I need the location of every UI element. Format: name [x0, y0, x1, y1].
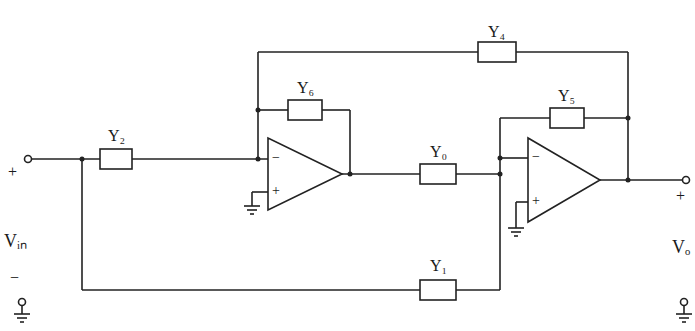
admittance-label: Y₂: [108, 128, 125, 144]
wire: [342, 173, 420, 175]
wire: [257, 52, 259, 159]
pin-sign: −: [272, 151, 280, 165]
admittance-box: [288, 100, 322, 120]
terminal-sign: +: [8, 164, 17, 180]
wire: [349, 110, 351, 174]
ground-symbol: [247, 209, 257, 211]
signal-name: Vₒ: [672, 238, 690, 256]
junction-dot: [626, 178, 631, 183]
ground-symbol: [676, 313, 692, 315]
terminal: [19, 299, 26, 306]
junction-dot: [256, 108, 261, 113]
wire: [258, 51, 478, 53]
admittance-box: [420, 280, 456, 300]
wire: [132, 158, 268, 160]
terminal: [681, 299, 688, 306]
junction-dot: [256, 157, 261, 162]
admittance-box: [420, 164, 456, 184]
admittance-box: [100, 149, 132, 169]
wire: [584, 117, 628, 119]
ground-symbol: [511, 231, 521, 233]
admittance-label: Y₄: [488, 24, 505, 40]
ground-symbol: [679, 317, 689, 319]
wire: [322, 109, 350, 111]
ground-symbol: [508, 227, 524, 229]
wire: [516, 201, 528, 203]
ground-symbol: [250, 213, 254, 215]
wire: [81, 159, 83, 290]
admittance-label: Y₅: [558, 88, 575, 104]
wire: [252, 191, 268, 193]
admittance-box: [478, 42, 516, 62]
wire: [499, 118, 501, 290]
wire: [258, 109, 288, 111]
wire: [456, 289, 500, 291]
pin-sign: +: [272, 184, 280, 198]
wire: [683, 306, 685, 314]
ground-symbol: [244, 205, 260, 207]
admittance-label: Y₀: [430, 144, 447, 160]
ground-symbol: [17, 317, 27, 319]
admittance-label: Y₁: [430, 258, 447, 274]
ground-symbol: [20, 321, 24, 323]
junction-dot: [626, 116, 631, 121]
junction-dot: [498, 156, 503, 161]
wire: [456, 173, 500, 175]
signal-name: Vᵢₙ: [4, 232, 27, 250]
wire: [21, 306, 23, 314]
op-amp-symbol: [268, 138, 342, 210]
terminal-sign: +: [676, 188, 685, 204]
wire: [600, 179, 682, 181]
pin-sign: −: [532, 150, 540, 164]
terminal: [683, 177, 690, 184]
junction-dot: [348, 172, 353, 177]
wire: [251, 192, 253, 206]
ground-symbol: [682, 321, 686, 323]
admittance-box: [550, 108, 584, 128]
admittance-label: Y₆: [297, 80, 314, 96]
wire: [516, 51, 628, 53]
ground-symbol: [14, 313, 30, 315]
wire: [515, 202, 517, 228]
wire: [82, 289, 420, 291]
wire: [500, 157, 528, 159]
junction-dot: [80, 157, 85, 162]
ground-symbol: [514, 235, 518, 237]
wire: [500, 117, 550, 119]
terminal-sign: −: [10, 270, 19, 286]
pin-sign: +: [532, 194, 540, 208]
terminal: [25, 156, 32, 163]
junction-dot: [498, 172, 503, 177]
wire: [32, 158, 100, 160]
op-amp-symbol: [528, 138, 600, 222]
